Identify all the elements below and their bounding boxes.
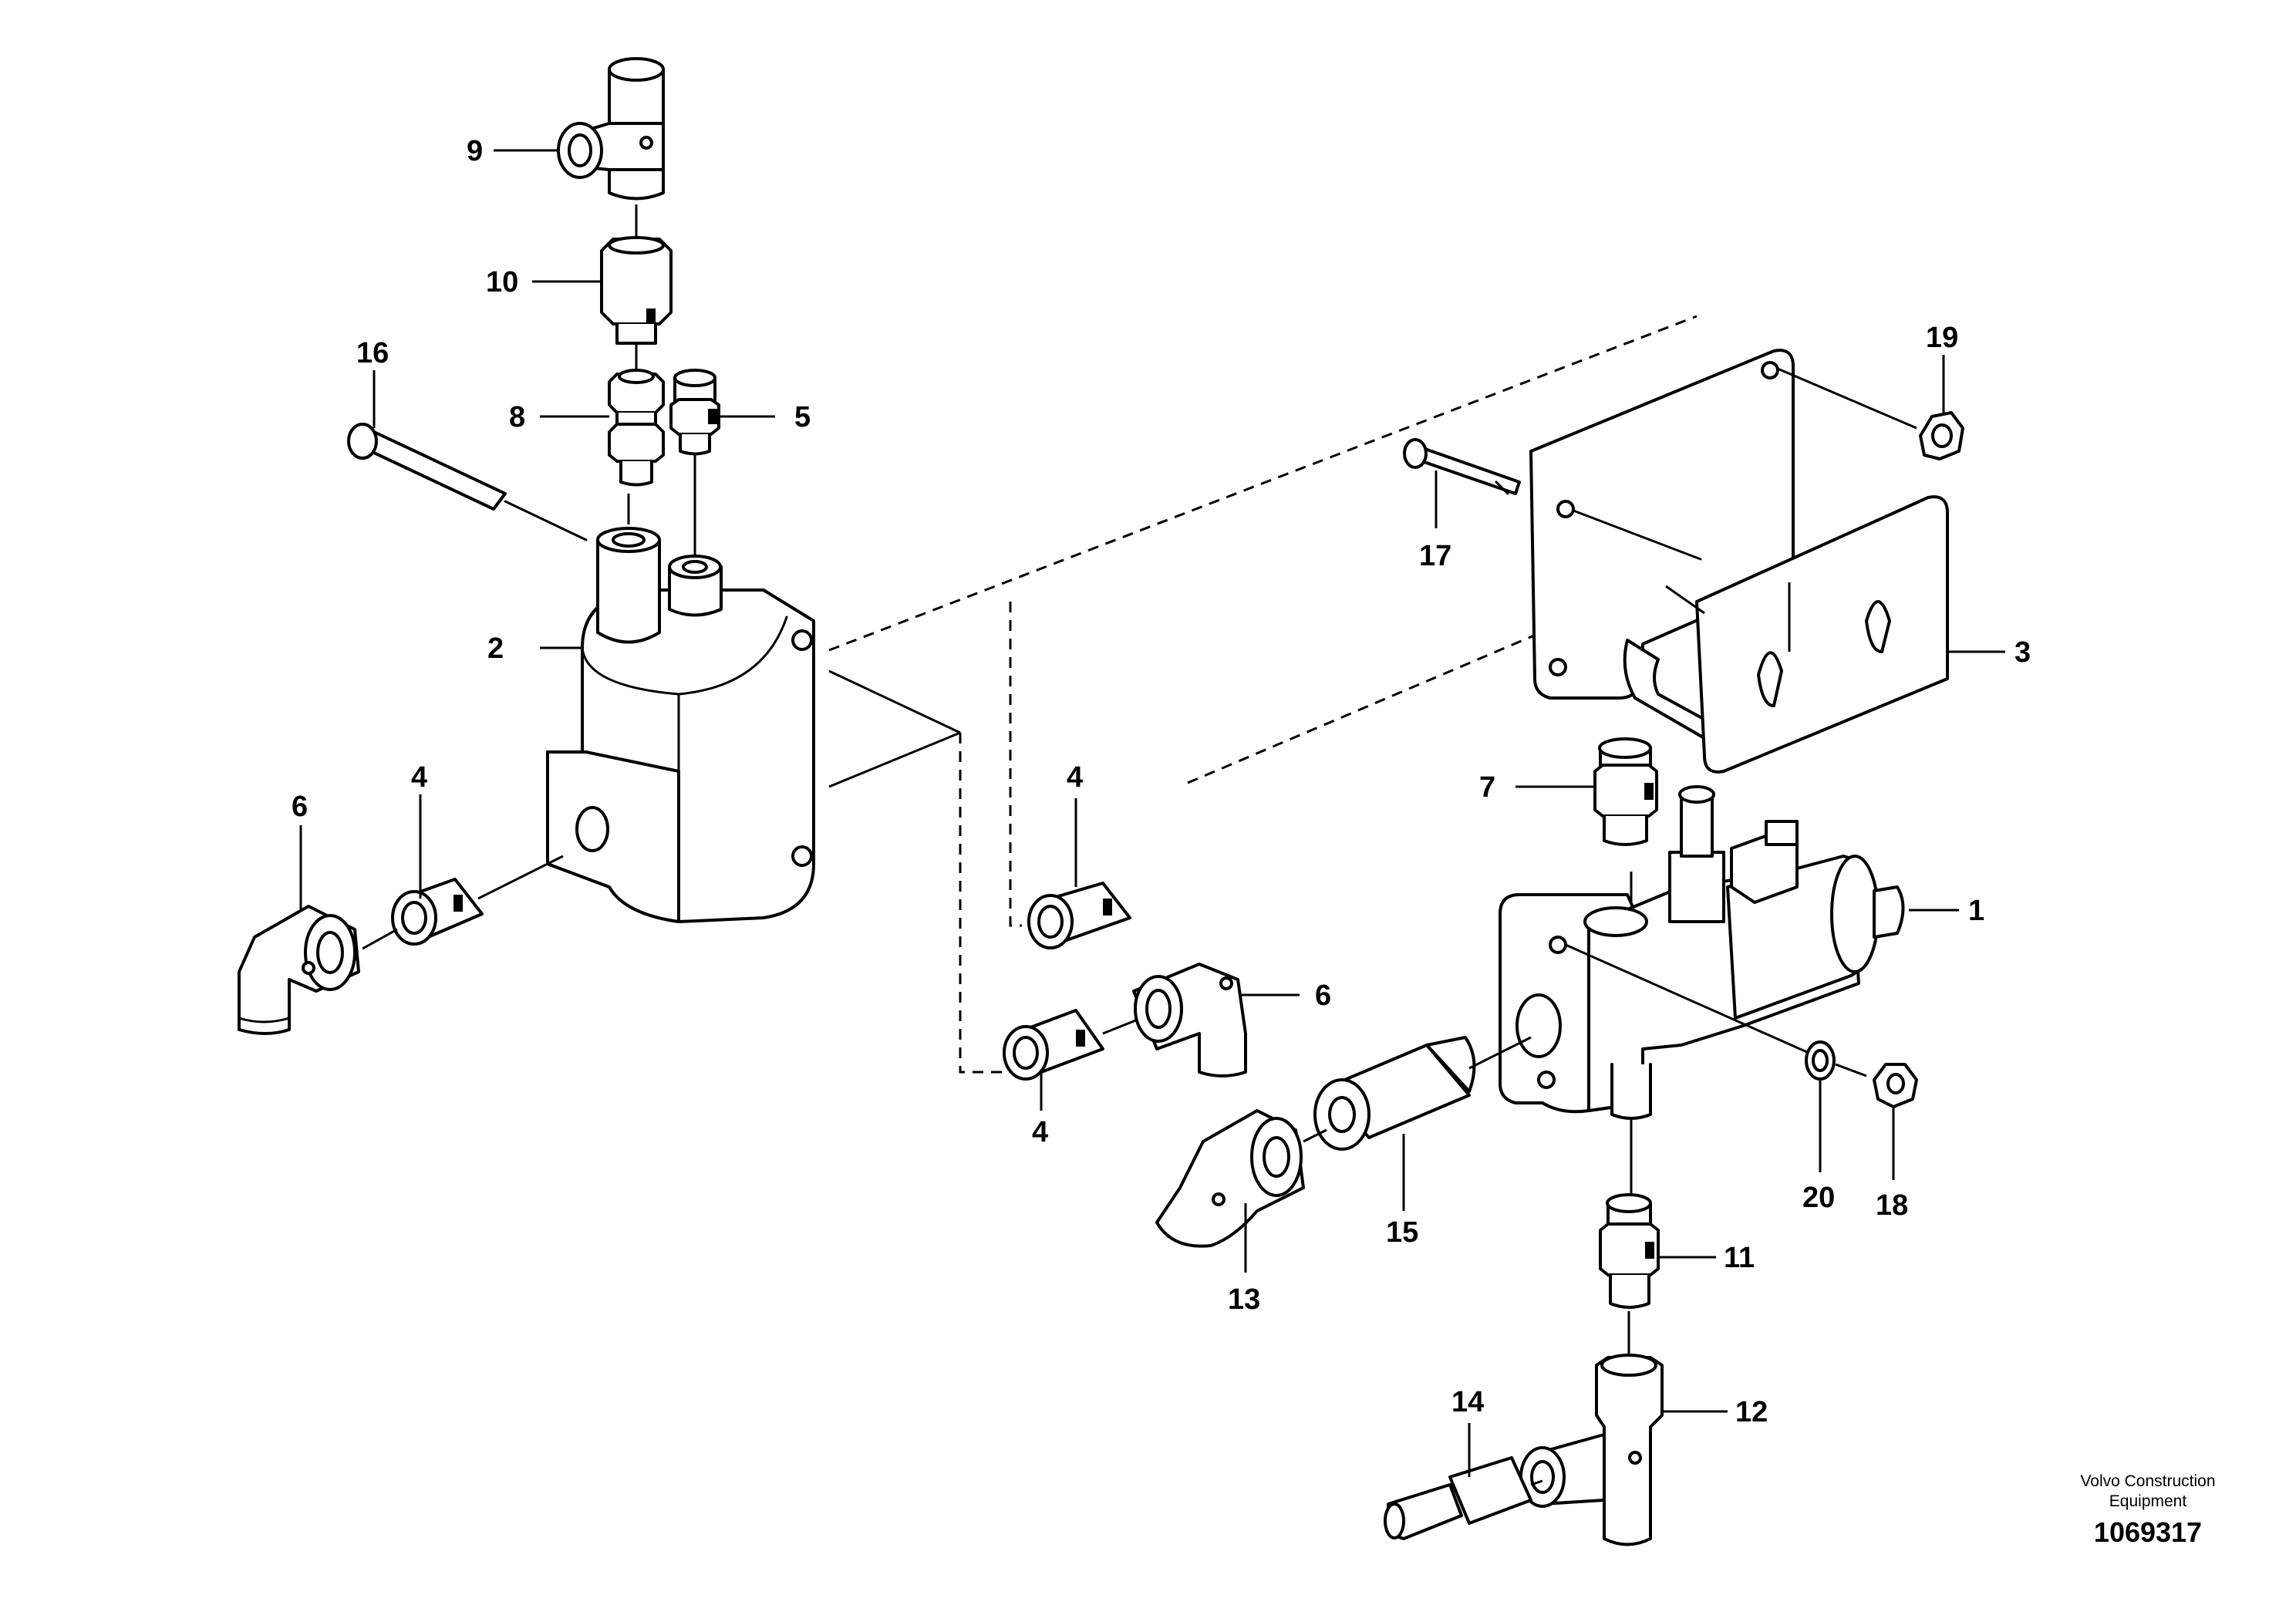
callout-19: 19: [1926, 322, 1958, 354]
callout-9: 9: [467, 135, 483, 167]
part-4-fitting-mid-upper: [1027, 882, 1131, 949]
drawing-number: 1069317: [2093, 1516, 2203, 1548]
part-3-bracket: [1529, 349, 1949, 774]
callout-7: 7: [1479, 771, 1495, 804]
callout-10: 10: [486, 266, 518, 298]
part-2-valve-body: [546, 455, 961, 923]
part-20-washer: [1805, 1040, 1867, 1081]
callout-16: 16: [356, 337, 389, 369]
callout-18: 18: [1876, 1189, 1908, 1222]
part-6-elbow-left: [238, 905, 360, 1035]
part-4-fitting-mid-lower: [1003, 1009, 1142, 1081]
callout-3: 3: [2014, 636, 2031, 669]
part-17-screw: [1403, 438, 1702, 561]
callout-17: 17: [1419, 540, 1451, 572]
part-14-sensor: [1384, 1456, 1543, 1540]
callout-12: 12: [1735, 1396, 1768, 1428]
part-19-nut: [1777, 367, 1964, 460]
callout-20: 20: [1802, 1182, 1835, 1214]
callout-13: 13: [1228, 1283, 1260, 1316]
callout-11: 11: [1724, 1242, 1755, 1274]
part-15-adapter: [1313, 1036, 1532, 1151]
brand-line-1: Volvo Construction: [2080, 1472, 2216, 1490]
part-8-fitting: [608, 369, 665, 487]
part-12-tee: [1519, 1354, 1664, 1546]
callout-14: 14: [1451, 1386, 1484, 1418]
callout-6-left: 6: [292, 791, 308, 823]
part-5-fitting: [669, 369, 720, 456]
callout-2: 2: [487, 632, 504, 665]
part-7-fitting: [1593, 737, 1658, 846]
callout-6-mid: 6: [1315, 980, 1331, 1012]
callout-5: 5: [794, 401, 811, 433]
part-16-long-bolt: [347, 423, 588, 541]
part-6-elbow-mid: [1132, 963, 1247, 1077]
part-13-elbow: [1155, 1109, 1327, 1248]
part-4-fitting-left: [362, 855, 564, 950]
callout-15: 15: [1386, 1216, 1418, 1249]
brand-name: Volvo Construction Equipment: [2055, 1472, 2240, 1512]
callout-4-mid-upper: 4: [1067, 761, 1083, 794]
part-18-nut: [1873, 1063, 1918, 1108]
callout-4-left: 4: [411, 761, 427, 794]
brand-line-2: Equipment: [2109, 1492, 2187, 1510]
part-11-fitting: [1599, 1193, 1660, 1354]
callout-labels: 1 2 3 4 4 4 5 6 6 7 8 9 10 11 12 13 14 1…: [292, 135, 2031, 1428]
callout-leaders: [299, 149, 2005, 1477]
callout-1: 1: [1968, 895, 1984, 927]
callout-4-mid-lower: 4: [1032, 1116, 1048, 1148]
callout-8: 8: [509, 401, 525, 433]
part-9-tee-fitting: [557, 57, 665, 247]
part-10-adapter: [600, 236, 673, 370]
part-1-valve: [1499, 785, 1905, 1195]
